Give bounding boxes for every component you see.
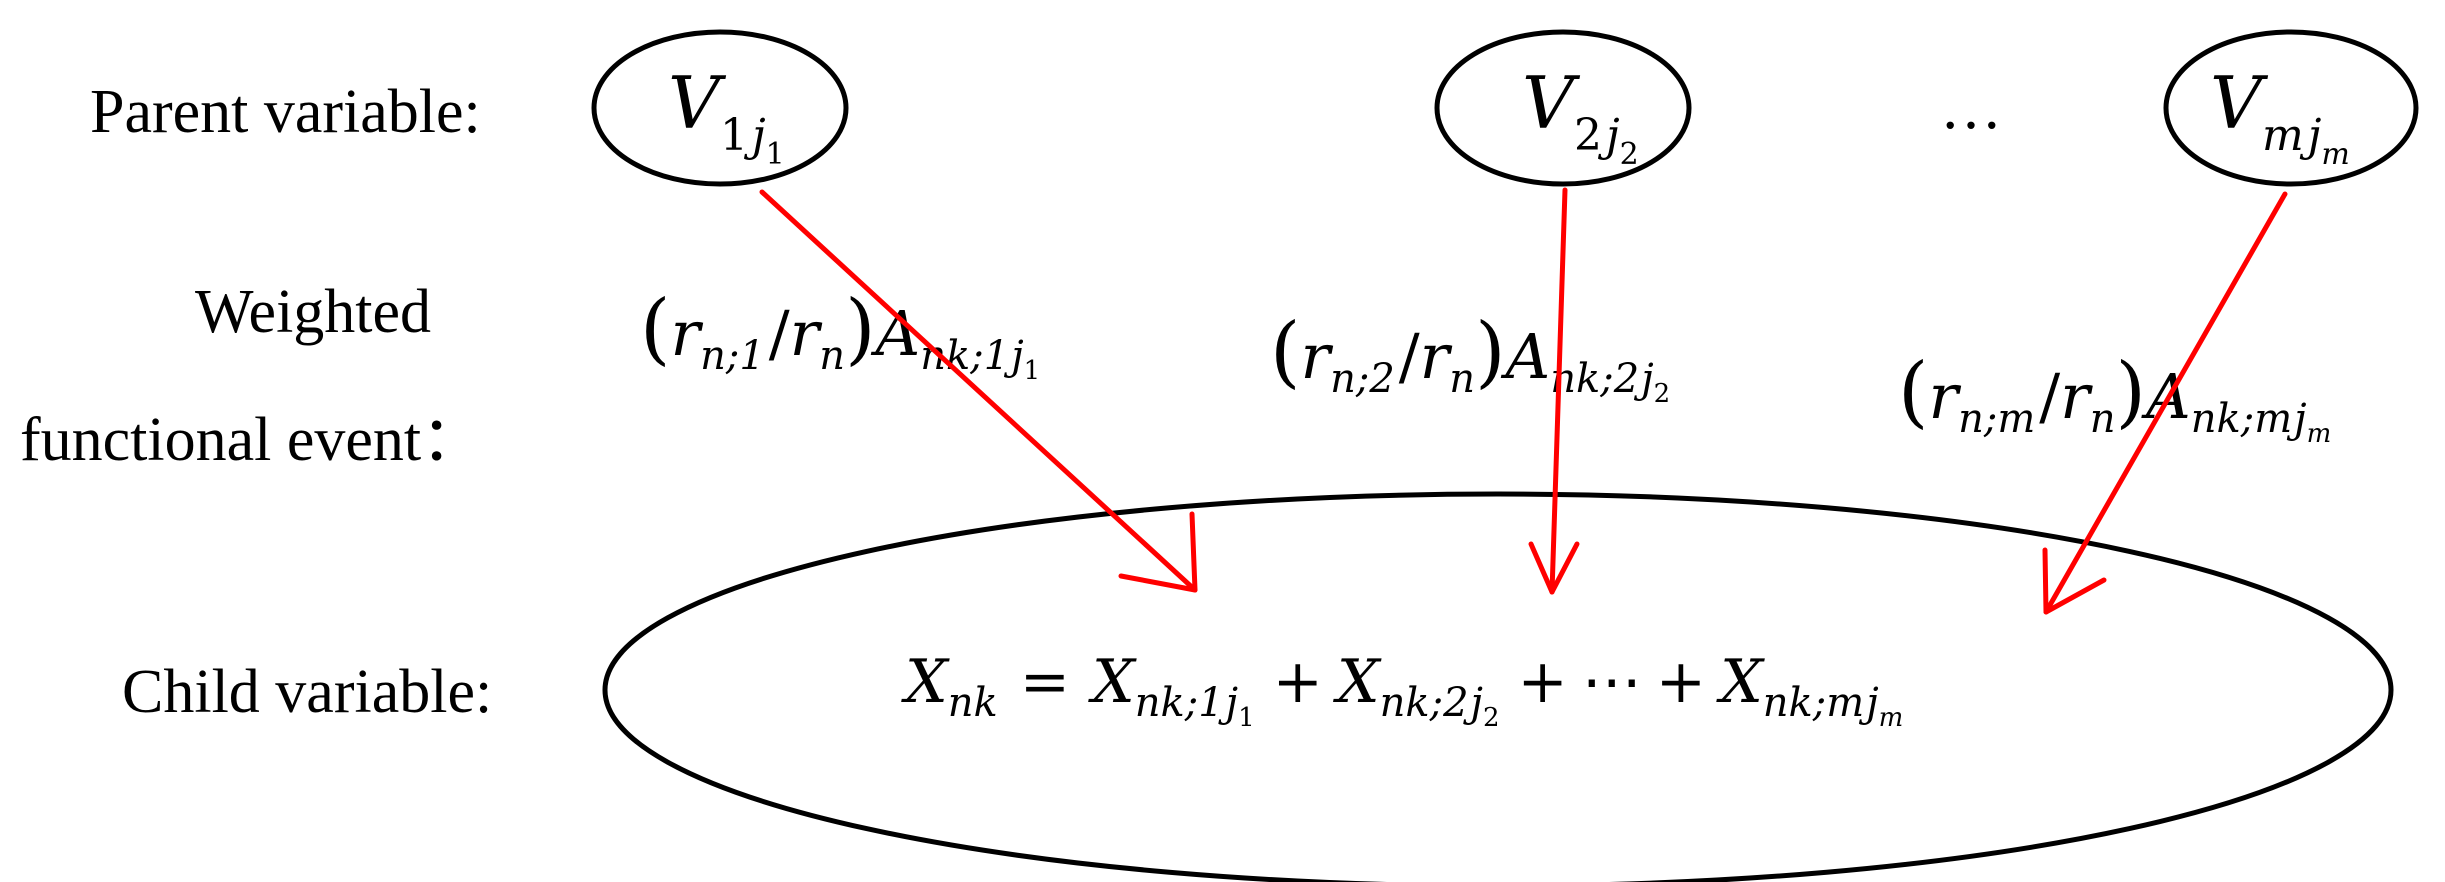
- svg-text:V1j1: V1j1: [668, 61, 785, 172]
- weighted-label-line1: Weighted: [195, 278, 431, 346]
- arrow-m: [2042, 191, 2288, 615]
- weight-label-1: (rn;1/rn)Ank;1j1: [640, 284, 1040, 386]
- parent-node-2: V2j2: [1434, 29, 1692, 187]
- parents-ellipsis: …: [1940, 74, 2002, 142]
- parent-node-1: V1j1: [591, 29, 849, 187]
- weight-label-2: (rn;2/rn)Ank;2j2: [1270, 307, 1670, 409]
- svg-text:V2j2: V2j2: [1522, 61, 1639, 172]
- weight-label-m: (rn;m/rn)Ank;mjm: [1898, 347, 2331, 449]
- parent-variable-label: Parent variable:: [90, 78, 481, 146]
- parent-node-m: Vmjm: [2163, 29, 2419, 187]
- arrow-1: [759, 189, 1198, 593]
- child-node: [602, 491, 2394, 882]
- child-equation: Xnk=Xnk;1j1+Xnk;2j2+⋯+Xnk;mjm: [901, 647, 1903, 733]
- weighted-label-line2: functional event：: [20, 406, 483, 474]
- arrow-2: [1528, 187, 1580, 595]
- child-variable-label: Child variable:: [122, 658, 492, 726]
